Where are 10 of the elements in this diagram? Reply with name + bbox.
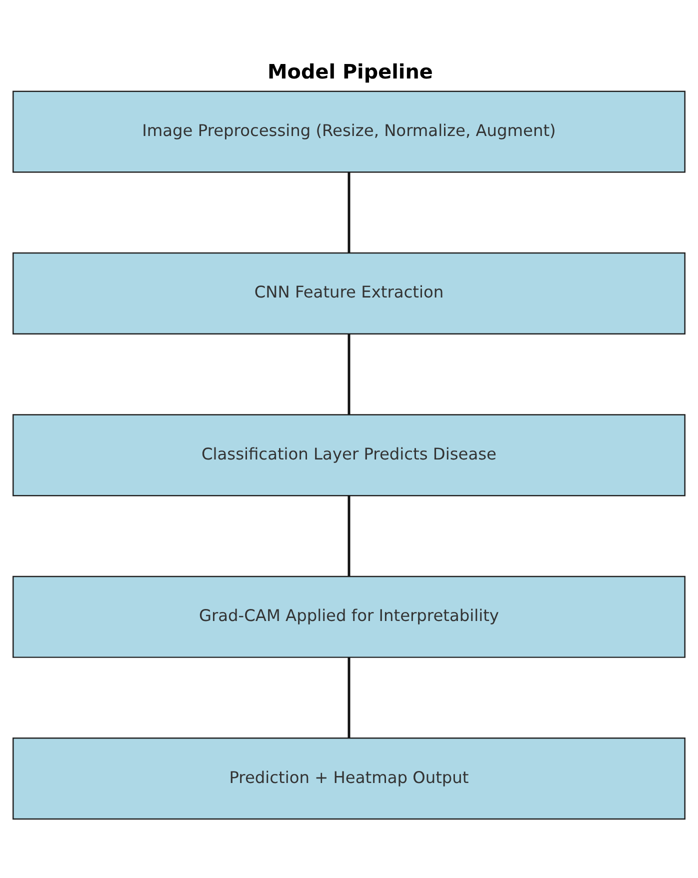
node-box: Grad-CAM Applied for Interpretability <box>12 576 686 658</box>
connector <box>348 172 350 253</box>
node-box: CNN Feature Extraction <box>12 252 686 334</box>
connector <box>348 657 350 738</box>
connector <box>348 334 350 414</box>
diagram-title: Model Pipeline <box>268 60 433 84</box>
connector <box>348 496 350 576</box>
node-box: Prediction + Heatmap Output <box>12 738 686 820</box>
node-box: Classification Layer Predicts Disease <box>12 414 686 496</box>
node-box: Image Preprocessing (Resize, Normalize, Augment) <box>12 90 686 173</box>
